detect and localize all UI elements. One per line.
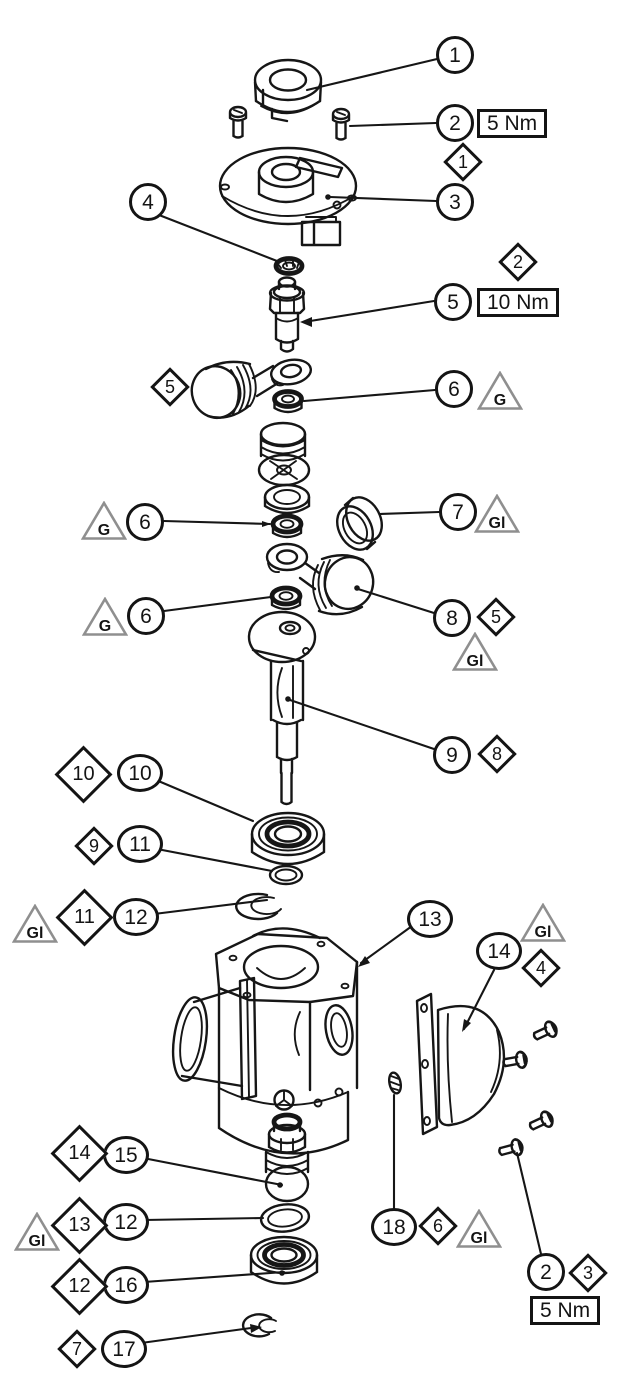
ref-diamond-14: 14 bbox=[50, 1124, 109, 1183]
ref-diamond-13: 13 bbox=[50, 1196, 109, 1255]
grease-symbol-lower-left: G bbox=[82, 597, 128, 637]
part-balloon-6-mid: 6 bbox=[126, 503, 164, 541]
part-balloon-12-lower: 12 bbox=[103, 1203, 149, 1241]
part-balloon-15: 15 bbox=[103, 1136, 149, 1174]
part-5-valve-bolt bbox=[268, 276, 306, 353]
part-wobble-bearing-assembly bbox=[257, 421, 311, 515]
ref-diamond-12: 12 bbox=[50, 1257, 109, 1316]
part-balloon-6-upper: 6 bbox=[435, 370, 473, 408]
part-balloon-12-upper: 12 bbox=[113, 898, 159, 936]
torque-label-cover-screws: 5 Nm bbox=[530, 1296, 601, 1325]
part-piston-assembly-upper bbox=[190, 358, 313, 420]
part-2-screw-right bbox=[331, 107, 351, 141]
part-balloon-16: 16 bbox=[103, 1266, 149, 1304]
ref-diamond-6: 6 bbox=[418, 1206, 458, 1246]
part-balloon-2-top: 2 bbox=[436, 104, 474, 142]
part-11-ring bbox=[268, 864, 304, 886]
part-6-bushing-mid bbox=[270, 513, 304, 539]
glue-symbol-right-7: Gl bbox=[474, 494, 520, 534]
glue-symbol-right-14: Gl bbox=[520, 903, 566, 943]
part-4-washer bbox=[273, 256, 305, 276]
part-15-plug bbox=[264, 1112, 310, 1203]
part-balloon-8: 8 bbox=[433, 599, 471, 637]
part-balloon-7: 7 bbox=[439, 493, 477, 531]
part-14-cover bbox=[415, 992, 506, 1136]
part-18-gasket bbox=[387, 1071, 403, 1095]
part-balloon-9: 9 bbox=[433, 736, 471, 774]
part-balloon-13: 13 bbox=[407, 900, 453, 938]
triangle-icon bbox=[474, 494, 520, 533]
triangle-icon bbox=[81, 501, 127, 540]
ref-diamond-5-left: 5 bbox=[150, 367, 190, 407]
part-12-oring-upper bbox=[235, 892, 282, 921]
part-13-housing bbox=[171, 927, 359, 1155]
glue-symbol-right-6: Gl bbox=[456, 1209, 502, 1249]
triangle-icon bbox=[12, 904, 58, 943]
torque-label-valve-bolt: 10 Nm bbox=[477, 288, 559, 317]
ref-diamond-3: 3 bbox=[568, 1253, 608, 1293]
ref-diamond-4: 4 bbox=[521, 948, 561, 988]
torque-label-top-screws: 5 Nm bbox=[477, 109, 548, 138]
triangle-icon bbox=[456, 1209, 502, 1248]
part-balloon-17: 17 bbox=[101, 1330, 147, 1368]
part-6-bushing-upper bbox=[272, 389, 304, 414]
grease-symbol-upper-right: G bbox=[477, 371, 523, 411]
leader-lines bbox=[139, 57, 543, 1345]
part-balloon-5: 5 bbox=[434, 283, 472, 321]
triangle-icon bbox=[82, 597, 128, 636]
triangle-icon bbox=[477, 371, 523, 410]
part-10-bearing bbox=[250, 811, 326, 866]
ref-diamond-11: 11 bbox=[55, 888, 114, 947]
part-3-valve-plate bbox=[218, 146, 358, 247]
part-balloon-11: 11 bbox=[117, 825, 163, 863]
triangle-icon bbox=[14, 1212, 60, 1251]
ref-diamond-1: 1 bbox=[443, 142, 483, 182]
part-balloon-1: 1 bbox=[436, 36, 474, 74]
part-16-bearing bbox=[249, 1235, 319, 1285]
part-balloon-2-bottom: 2 bbox=[527, 1253, 565, 1291]
part-12-oring-lower bbox=[259, 1203, 311, 1233]
ref-diamond-7: 7 bbox=[57, 1329, 97, 1369]
part-6-bushing-lower bbox=[269, 585, 303, 611]
part-8-piston-assembly-lower bbox=[265, 542, 375, 616]
part-1-cap bbox=[253, 58, 323, 123]
glue-symbol-left-13: Gl bbox=[14, 1212, 60, 1252]
ref-diamond-5-right: 5 bbox=[476, 597, 516, 637]
part-balloon-4: 4 bbox=[129, 183, 167, 221]
ref-diamond-8: 8 bbox=[477, 734, 517, 774]
part-balloon-3: 3 bbox=[436, 183, 474, 221]
triangle-icon bbox=[452, 632, 498, 671]
part-2-screw-left bbox=[228, 105, 248, 139]
part-2-cover-screws bbox=[496, 1018, 561, 1161]
part-9-crankshaft bbox=[247, 610, 317, 806]
ref-diamond-9: 9 bbox=[74, 826, 114, 866]
part-balloon-18: 18 bbox=[371, 1208, 417, 1246]
ref-diamond-10: 10 bbox=[54, 745, 113, 804]
glue-symbol-below-8: Gl bbox=[452, 632, 498, 672]
part-17-retaining-ring bbox=[241, 1313, 277, 1338]
part-balloon-6-lower: 6 bbox=[127, 597, 165, 635]
triangle-icon bbox=[520, 903, 566, 942]
ref-diamond-2: 2 bbox=[498, 242, 538, 282]
part-balloon-14: 14 bbox=[476, 932, 522, 970]
part-balloon-10: 10 bbox=[117, 754, 163, 792]
glue-symbol-left-12: Gl bbox=[12, 904, 58, 944]
part-7-sleeve bbox=[336, 496, 383, 551]
grease-symbol-mid-left: G bbox=[81, 501, 127, 541]
